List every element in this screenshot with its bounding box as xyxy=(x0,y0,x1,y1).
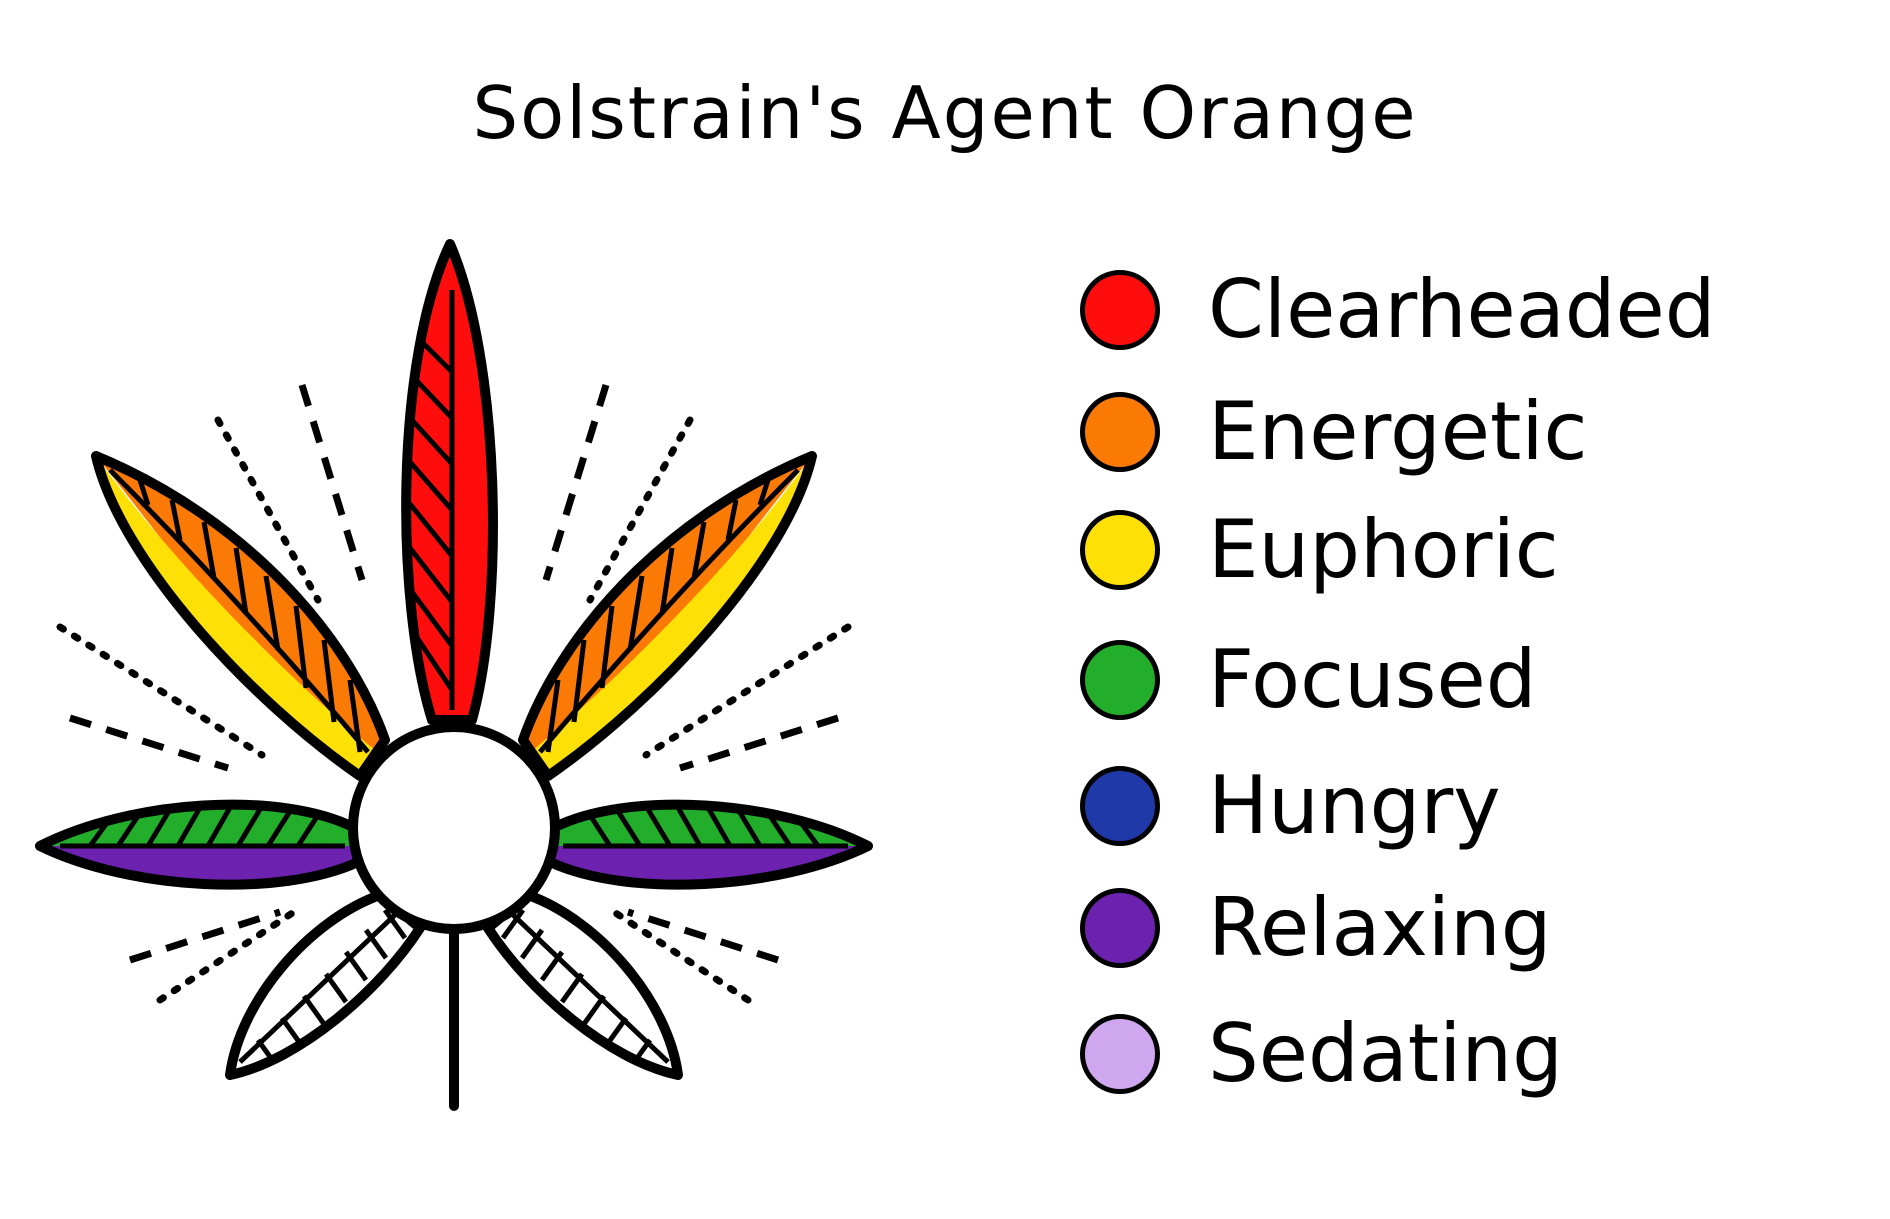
legend-item-relaxing: Relaxing xyxy=(1080,883,1552,973)
legend-item-energetic: Energetic xyxy=(1080,387,1588,477)
middle-right-leaf xyxy=(545,799,873,890)
upper-left-leaf xyxy=(91,451,390,781)
center-circle xyxy=(348,722,560,934)
legend-label: Euphoric xyxy=(1208,503,1559,596)
energetic-swatch xyxy=(1080,392,1160,472)
legend-label: Sedating xyxy=(1208,1007,1563,1100)
legend-item-hungry: Hungry xyxy=(1080,761,1501,851)
legend-item-euphoric: Euphoric xyxy=(1080,505,1559,595)
hungry-swatch xyxy=(1080,766,1160,846)
radiating-rays xyxy=(56,383,852,1004)
legend-label: Focused xyxy=(1208,633,1537,726)
page-title: Solstrain's Agent Orange xyxy=(472,71,1418,155)
focused-swatch xyxy=(1080,640,1160,720)
legend-item-sedating: Sedating xyxy=(1080,1009,1563,1099)
legend-item-focused: Focused xyxy=(1080,635,1536,725)
relaxing-swatch xyxy=(1080,888,1160,968)
top-leaf xyxy=(401,239,498,725)
legend-item-clearheaded: Clearheaded xyxy=(1080,265,1716,355)
sedating-swatch xyxy=(1080,1014,1160,1094)
legend-label: Relaxing xyxy=(1208,881,1552,974)
legend-label: Energetic xyxy=(1208,385,1588,478)
legend: Clearheaded Energetic Euphoric Focused H… xyxy=(1080,265,1840,1105)
legend-label: Clearheaded xyxy=(1208,263,1716,356)
euphoric-swatch xyxy=(1080,510,1160,590)
legend-label: Hungry xyxy=(1208,759,1501,852)
upper-right-leaf xyxy=(518,451,817,781)
middle-left-leaf xyxy=(35,799,363,890)
clearheaded-swatch xyxy=(1080,270,1160,350)
